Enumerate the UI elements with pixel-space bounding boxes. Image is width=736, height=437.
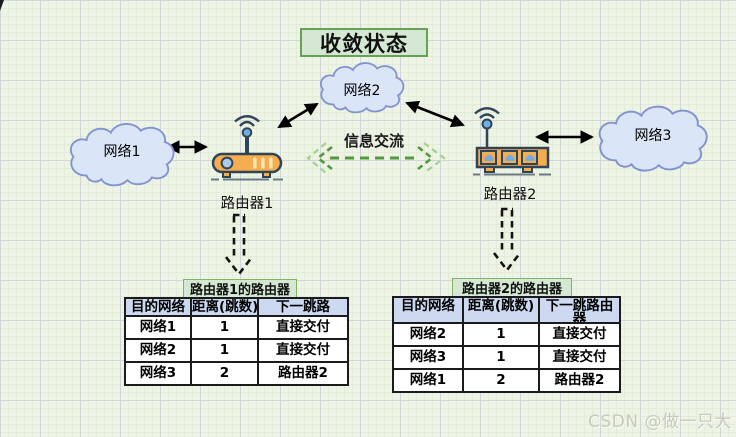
network1-label: 网络1 — [103, 144, 141, 160]
dashed-arrow-router2-table — [492, 207, 522, 273]
network1-cloud-icon — [69, 123, 175, 187]
table-cell: 网络2 — [124, 338, 192, 363]
exchange-label: 信息交流 — [343, 132, 404, 150]
network3-label: 网络3 — [634, 128, 672, 144]
table-cell: 直接交付 — [538, 322, 621, 347]
router1-icon — [211, 115, 283, 181]
table-cell: 直接交付 — [257, 315, 349, 340]
column-header: 目的网络 — [392, 296, 464, 324]
column-header: 下一跳路 — [257, 297, 349, 317]
arrow-net2-router2 — [405, 100, 465, 128]
table-cell: 1 — [462, 345, 540, 370]
diagram-title: 收敛状态 — [300, 28, 428, 57]
table-cell: 网络1 — [392, 368, 464, 393]
router1-table-title: 路由器1的路由器 — [183, 279, 297, 298]
table-header-row: 目的网络距离(跳数)下一跳路 — [124, 297, 349, 317]
column-header: 目的网络 — [124, 297, 192, 317]
column-header: 下一跳路由器 — [538, 296, 621, 324]
table-cell: 2 — [462, 368, 540, 393]
column-header: 距离(跳数) — [462, 296, 540, 324]
column-header: 距离(跳数) — [190, 297, 259, 317]
table-cell: 2 — [190, 361, 259, 386]
table-cell: 路由器2 — [538, 368, 621, 393]
router2-table-title-text: 路由器2的路由器 — [461, 282, 563, 297]
table-cell: 直接交付 — [538, 345, 621, 370]
router2-table-title: 路由器2的路由器 — [452, 278, 572, 297]
table-cell: 1 — [190, 338, 259, 363]
router2-icon — [473, 107, 551, 176]
diagram-title-text: 收敛状态 — [320, 31, 408, 56]
table-cell: 网络3 — [124, 361, 192, 386]
table-cell: 网络1 — [124, 315, 192, 340]
router1-label: 路由器1 — [220, 196, 274, 212]
router1-table-title-text: 路由器1的路由器 — [189, 283, 291, 298]
table-cell: 1 — [190, 315, 259, 340]
table-cell: 网络2 — [392, 322, 464, 347]
arrow-router1-net2 — [277, 102, 319, 129]
router2-label: 路由器2 — [483, 187, 537, 203]
watermark: CSDN @做一只大 — [588, 412, 732, 432]
corner-mark — [0, 0, 4, 11]
table-cell: 网络3 — [392, 345, 464, 370]
table-cell: 1 — [462, 322, 540, 347]
network3-cloud-icon — [598, 105, 708, 172]
network2-cloud-icon — [319, 62, 405, 114]
network2-label: 网络2 — [343, 83, 381, 99]
table-header-row: 目的网络距离(跳数)下一跳路由器 — [392, 296, 621, 324]
table-cell: 路由器2 — [257, 361, 349, 386]
dashed-arrow-router1-table — [224, 213, 254, 277]
table-cell: 直接交付 — [257, 338, 349, 363]
